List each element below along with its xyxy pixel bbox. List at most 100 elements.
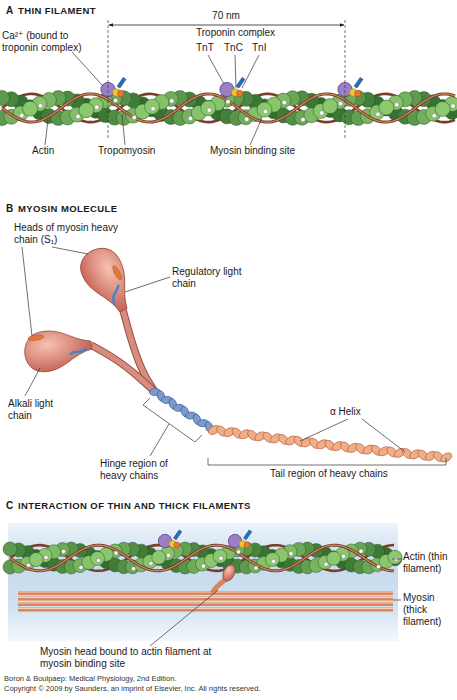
panel-letter: A xyxy=(6,5,18,17)
myosin-binding-site xyxy=(79,565,83,569)
panel-b xyxy=(22,241,453,465)
actin-monomer xyxy=(201,100,216,115)
callout-label: Hinge region of heavy chains xyxy=(100,458,195,482)
thick-filament-strand xyxy=(18,602,393,606)
troponin-i-bead xyxy=(237,90,243,96)
actin-monomer xyxy=(23,101,38,116)
callout-label: Troponin complex xyxy=(196,27,306,39)
myosin-binding-site xyxy=(432,113,437,118)
tail-bracket xyxy=(208,458,446,465)
callout-label: Tail region of heavy chains xyxy=(270,468,445,480)
myosin-binding-site xyxy=(245,117,250,122)
troponin-i-bead xyxy=(174,542,180,548)
dimension-label: 70 nm xyxy=(196,10,256,22)
leader-line xyxy=(22,247,32,336)
tropomyosin-strand xyxy=(10,545,394,571)
callout-label: Ca²⁺ (bound to troponin complex) xyxy=(2,30,90,54)
panel-a xyxy=(0,20,457,145)
myosin-binding-site xyxy=(320,111,325,116)
leader-line xyxy=(250,118,262,145)
copyright-note: Copyright © 2009 by Saunders, an imprint… xyxy=(4,684,456,694)
callout-label: Alkali light chain xyxy=(8,398,70,422)
myosin-binding-site xyxy=(132,115,137,120)
myosin-binding-site xyxy=(207,108,212,113)
myosin-binding-site xyxy=(95,105,100,110)
panel-c xyxy=(3,523,402,646)
myosin-binding-site xyxy=(166,553,170,557)
myosin-binding-site xyxy=(131,567,135,571)
troponin-i xyxy=(173,529,182,540)
callout-label: Actin (thin filament) xyxy=(403,551,457,575)
regulatory-light-chain xyxy=(70,349,86,354)
leader-line xyxy=(300,419,348,441)
myosin-binding-site xyxy=(114,551,118,555)
troponin-i xyxy=(354,77,364,89)
myosin-binding-site xyxy=(170,99,175,104)
neck-strand xyxy=(91,345,155,392)
myosin-binding-site xyxy=(376,112,381,117)
actin-monomer xyxy=(257,102,272,117)
panel-heading: INTERACTION OF THIN AND THICK FILAMENTS xyxy=(18,500,398,512)
alpha-helix-coil xyxy=(439,451,453,464)
myosin-binding-site xyxy=(61,549,65,553)
actin-monomer xyxy=(388,550,402,564)
myosin-binding-site xyxy=(271,559,275,563)
actin-monomer xyxy=(91,551,105,565)
thick-filament-highlight xyxy=(18,603,393,604)
actin-monomer xyxy=(0,91,10,106)
callout-label: Myosin head bound to actin filament at m… xyxy=(40,646,240,670)
myosin-binding-site xyxy=(289,552,293,556)
myosin-binding-site xyxy=(263,109,268,114)
actin-monomer xyxy=(379,100,394,115)
leader-line xyxy=(150,424,169,456)
troponin-i xyxy=(117,77,127,89)
callout-label: TnI xyxy=(252,42,276,54)
dimension-line xyxy=(345,20,346,140)
actin-monomer xyxy=(79,103,94,118)
myosin-binding-site xyxy=(282,100,287,105)
myosin-binding-site xyxy=(451,104,456,109)
actin-monomer xyxy=(3,542,17,556)
myosin-binding-site xyxy=(201,564,205,568)
myosin-head-shape xyxy=(22,325,94,374)
leader-line xyxy=(25,368,40,396)
callout-label: Tropomyosin xyxy=(98,145,173,157)
leader-line xyxy=(72,52,103,86)
myosin-binding-site xyxy=(395,103,400,108)
myosin-binding-site xyxy=(76,114,81,119)
tropomyosin-highlight xyxy=(2,94,455,122)
myosin-neck xyxy=(212,579,226,593)
tropomyosin-highlight xyxy=(10,545,394,571)
leader-line xyxy=(208,55,224,84)
thick-filament-highlight xyxy=(18,592,393,593)
myosin-binding-site xyxy=(254,566,258,570)
myosin-binding-site xyxy=(324,562,328,566)
myosin-binding-site xyxy=(338,101,343,106)
source-note: Boron & Boulpaep: Medical Physiology, 2n… xyxy=(4,674,444,684)
panel-heading: MYOSIN MOLECULE xyxy=(18,203,218,215)
callout-label: Myosin binding site xyxy=(210,145,325,157)
regulatory-light-chain xyxy=(108,286,125,304)
myosin-binding-site xyxy=(376,565,380,569)
thick-filament-highlight xyxy=(18,608,393,609)
callout-label: Regulatory light chain xyxy=(172,266,242,290)
panel-letter: C xyxy=(6,500,18,512)
callout-label: TnT xyxy=(196,42,220,54)
leader-line xyxy=(52,247,88,254)
myosin-binding-site xyxy=(341,554,345,558)
leader-line xyxy=(392,559,401,560)
myosin-binding-site xyxy=(44,555,48,559)
thick-filament-highlight xyxy=(18,597,393,598)
alkali-light-chain xyxy=(111,264,123,281)
myosin-binding-site xyxy=(149,561,153,565)
leader-line xyxy=(393,600,401,601)
troponin-i-bead xyxy=(244,542,250,548)
callout-label: Heads of myosin heavy chain (S₁) xyxy=(14,222,134,246)
troponin-i xyxy=(236,77,246,89)
actin-monomer xyxy=(323,99,338,114)
actin-monomer xyxy=(152,550,166,564)
actin-monomer xyxy=(266,552,280,566)
myosin-head xyxy=(220,563,237,583)
myosin-binding-site xyxy=(301,117,306,122)
